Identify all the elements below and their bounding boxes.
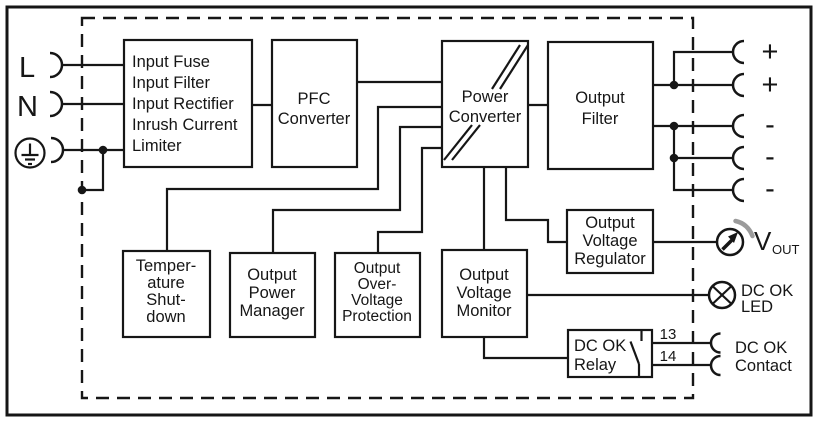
terminal-n-socket-icon xyxy=(49,90,64,118)
input-stage-line: Limiter xyxy=(132,137,182,155)
pin-14-label: 14 xyxy=(660,348,677,365)
device-enclosure-dashed-border xyxy=(80,16,695,400)
rotation-arrow-icon xyxy=(733,218,755,239)
terminal-l-label: L xyxy=(19,52,35,84)
power-manager-line: Power xyxy=(249,284,296,302)
power-converter-line: Converter xyxy=(449,108,522,126)
terminal-earth-socket-icon xyxy=(50,136,65,164)
input-stage-line: Input Filter xyxy=(132,74,210,92)
terminal-plus1-socket-icon xyxy=(731,39,745,65)
power-manager-line: Manager xyxy=(239,302,305,320)
ovp-line: Voltage xyxy=(351,292,403,309)
wire-earth-to-chassis xyxy=(82,150,105,192)
monitor-line: Output xyxy=(459,266,509,284)
plus-label: + xyxy=(762,69,779,101)
wire-power-to-output-power-manager xyxy=(271,125,442,253)
minus-label: - xyxy=(765,173,775,205)
pfc-converter-block: PFC Converter xyxy=(270,38,359,169)
junction-dot xyxy=(77,185,87,195)
wire-monitor-to-relay xyxy=(482,337,568,360)
monitor-line: Monitor xyxy=(456,302,512,320)
pin-13-label: 13 xyxy=(660,326,677,343)
temperature-line: Shut- xyxy=(146,291,185,309)
terminal-minus1-socket-icon xyxy=(731,113,745,139)
junction-dot xyxy=(669,153,679,163)
vout-label: V xyxy=(754,226,772,256)
relay-switch-icon xyxy=(629,331,643,377)
regulator-line: Output xyxy=(585,214,635,232)
output-filter-line: Output xyxy=(575,89,625,107)
input-stage-block: Input Fuse Input Filter Input Rectifier … xyxy=(122,38,254,169)
protective-earth-icon xyxy=(14,137,46,169)
junction-dots xyxy=(77,80,679,195)
dc-ok-led-label: DC OK xyxy=(741,282,793,300)
regulator-line: Regulator xyxy=(574,250,646,268)
wires xyxy=(62,50,733,367)
terminal-minus3-socket-icon xyxy=(731,177,745,203)
wire-branch-plus1 xyxy=(672,50,733,85)
output-filter-line: Filter xyxy=(582,110,619,128)
output-overvoltage-protection-block: Output Over- Voltage Protection xyxy=(333,251,422,339)
power-converter-block: Power Converter xyxy=(440,39,530,169)
contact-14-socket-icon xyxy=(709,354,721,377)
dc-ok-relay-block: DC OK Relay xyxy=(566,328,654,379)
output-terminals: + + - - - xyxy=(731,36,779,205)
pfc-converter-line: PFC xyxy=(298,90,331,108)
vout-potentiometer: V OUT xyxy=(715,218,800,257)
dc-ok-led-icon xyxy=(707,280,737,310)
terminal-minus2-socket-icon xyxy=(731,145,745,171)
dc-ok-contact: 13 14 DC OK Contact xyxy=(660,326,792,377)
dc-ok-led: DC OK LED xyxy=(707,280,793,316)
contact-13-socket-icon xyxy=(709,332,721,354)
ovp-line: Over- xyxy=(358,276,397,293)
monitor-line: Voltage xyxy=(456,284,511,302)
dc-ok-led-label: LED xyxy=(741,298,773,316)
relay-line: DC OK xyxy=(574,337,626,355)
output-voltage-monitor-block: Output Voltage Monitor xyxy=(440,248,529,339)
wire-power-to-overvoltage-protection xyxy=(376,146,442,253)
regulator-line: Voltage xyxy=(582,232,637,250)
pot-needle xyxy=(721,237,735,251)
junction-dot xyxy=(98,145,108,155)
ovp-line: Protection xyxy=(342,308,412,325)
temperature-line: ature xyxy=(147,274,185,292)
terminal-plus2-socket-icon xyxy=(731,72,745,98)
junction-dot xyxy=(669,80,679,90)
pot-needle-arrowhead xyxy=(728,232,738,243)
dc-ok-contact-label: Contact xyxy=(735,357,792,375)
pfc-converter-line: Converter xyxy=(278,110,351,128)
output-filter-block: Output Filter xyxy=(546,40,655,171)
output-voltage-regulator-block: Output Voltage Regulator xyxy=(565,208,655,275)
output-power-manager-block: Output Power Manager xyxy=(228,251,317,339)
temperature-line: down xyxy=(146,308,185,326)
temperature-shutdown-block: Temper- ature Shut- down xyxy=(121,249,212,339)
temperature-line: Temper- xyxy=(136,257,197,275)
relay-line: Relay xyxy=(574,356,617,374)
ovp-line: Output xyxy=(354,260,401,277)
terminal-n-label: N xyxy=(17,91,38,123)
wire-power-to-voltage-regulator xyxy=(504,167,567,244)
power-manager-line: Output xyxy=(247,266,297,284)
vout-label-subscript: OUT xyxy=(772,242,800,257)
plus-label: + xyxy=(762,36,779,68)
isolation-slashes-icon xyxy=(443,44,529,161)
junction-dot xyxy=(669,121,679,131)
dc-ok-contact-label: DC OK xyxy=(735,339,787,357)
terminal-l-socket-icon xyxy=(49,51,64,79)
input-stage-line: Input Fuse xyxy=(132,53,210,71)
input-stage-line: Input Rectifier xyxy=(132,95,234,113)
power-converter-line: Power xyxy=(462,88,509,106)
input-terminals: L N xyxy=(14,51,65,169)
wire-power-to-temperature-shutdown xyxy=(165,105,442,251)
minus-label: - xyxy=(765,109,775,141)
minus-label: - xyxy=(765,141,775,173)
wire-branch-minus3 xyxy=(672,126,733,192)
input-stage-line: Inrush Current xyxy=(132,116,238,134)
